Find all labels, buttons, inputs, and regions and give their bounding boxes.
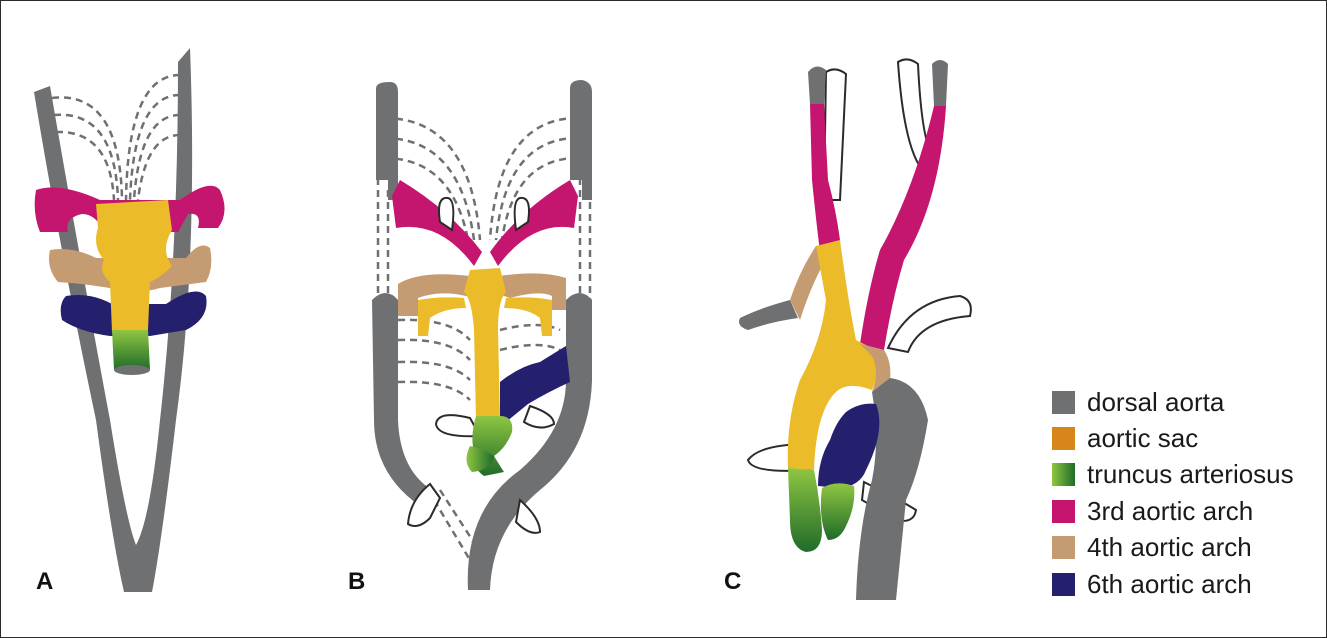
panel-label-a: A [36, 568, 53, 596]
panel-b-aortic-sac [464, 268, 506, 420]
legend-swatch-aortic-sac [1052, 427, 1075, 450]
panel-label-b: B [348, 568, 365, 596]
legend-label-arch-4: 4th aortic arch [1087, 532, 1252, 563]
panel-c-left-subclavian [739, 300, 798, 330]
panel-c-truncus-left [788, 468, 822, 552]
panel-b-arch-3 [392, 180, 578, 266]
legend-label-truncus-arteriosus: truncus arteriosus [1087, 459, 1294, 490]
panel-c [739, 59, 971, 600]
legend-swatch-arch-3 [1052, 500, 1075, 523]
panel-a-truncus [112, 330, 150, 370]
legend-item-aortic-sac: aortic sac [1052, 420, 1294, 456]
panel-label-c: C [724, 568, 741, 596]
legend-label-arch-3: 3rd aortic arch [1087, 496, 1253, 527]
legend-swatch-arch-4 [1052, 536, 1075, 559]
panel-c-left-carotid-tip [808, 66, 826, 104]
legend-swatch-truncus-arteriosus [1052, 463, 1075, 486]
legend-item-arch-6: 6th aortic arch [1052, 566, 1294, 602]
panel-a [34, 48, 225, 592]
panel-c-truncus-right [821, 483, 854, 540]
legend: dorsal aorta aortic sac truncus arteriosus… [1052, 384, 1294, 602]
panel-b [372, 80, 592, 590]
panel-c-arch-6 [818, 404, 879, 488]
panel-c-right-carotid-tip [932, 60, 948, 106]
legend-label-dorsal-aorta: dorsal aorta [1087, 387, 1224, 418]
legend-item-dorsal-aorta: dorsal aorta [1052, 384, 1294, 420]
legend-swatch-dorsal-aorta [1052, 391, 1075, 414]
panel-a-truncus-opening [114, 365, 150, 375]
legend-swatch-arch-6 [1052, 573, 1075, 596]
panel-a-dashed-lines [52, 75, 180, 200]
legend-item-truncus-arteriosus: truncus arteriosus [1052, 457, 1294, 493]
legend-item-arch-3: 3rd aortic arch [1052, 493, 1294, 529]
legend-item-arch-4: 4th aortic arch [1052, 530, 1294, 566]
legend-label-aortic-sac: aortic sac [1087, 423, 1198, 454]
legend-label-arch-6: 6th aortic arch [1087, 569, 1252, 600]
